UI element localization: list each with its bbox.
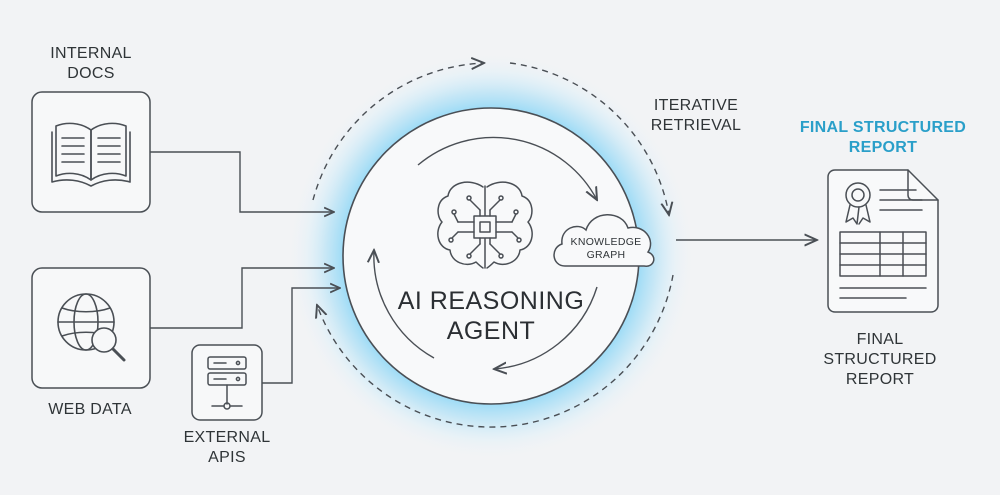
web-data-label: WEB DATA <box>48 401 132 418</box>
certified-report-icon <box>827 169 939 313</box>
server-icon <box>207 356 247 410</box>
cloud-icon <box>553 214 655 267</box>
agent-label: AI REASONING AGENT <box>397 287 585 345</box>
source-connectors <box>150 151 340 384</box>
output-heading: FINAL STRUCTURED REPORT <box>799 119 967 156</box>
output-caption: FINAL STRUCTURED REPORT <box>823 331 937 388</box>
iterative-loop <box>312 63 674 428</box>
brain-chip-icon <box>437 181 533 269</box>
internal-docs-label: INTERNAL DOCS <box>50 45 132 82</box>
external-apis-label: EXTERNAL APIS <box>183 429 271 466</box>
globe-search-icon <box>57 293 126 362</box>
web-data-box <box>31 267 151 389</box>
inner-cycle-arrows <box>374 136 597 369</box>
open-book-icon <box>51 122 131 187</box>
knowledge-graph-label: KNOWLEDGE GRAPH <box>570 236 642 261</box>
iterative-retrieval-label: ITERATIVE RETRIEVAL <box>650 97 742 134</box>
